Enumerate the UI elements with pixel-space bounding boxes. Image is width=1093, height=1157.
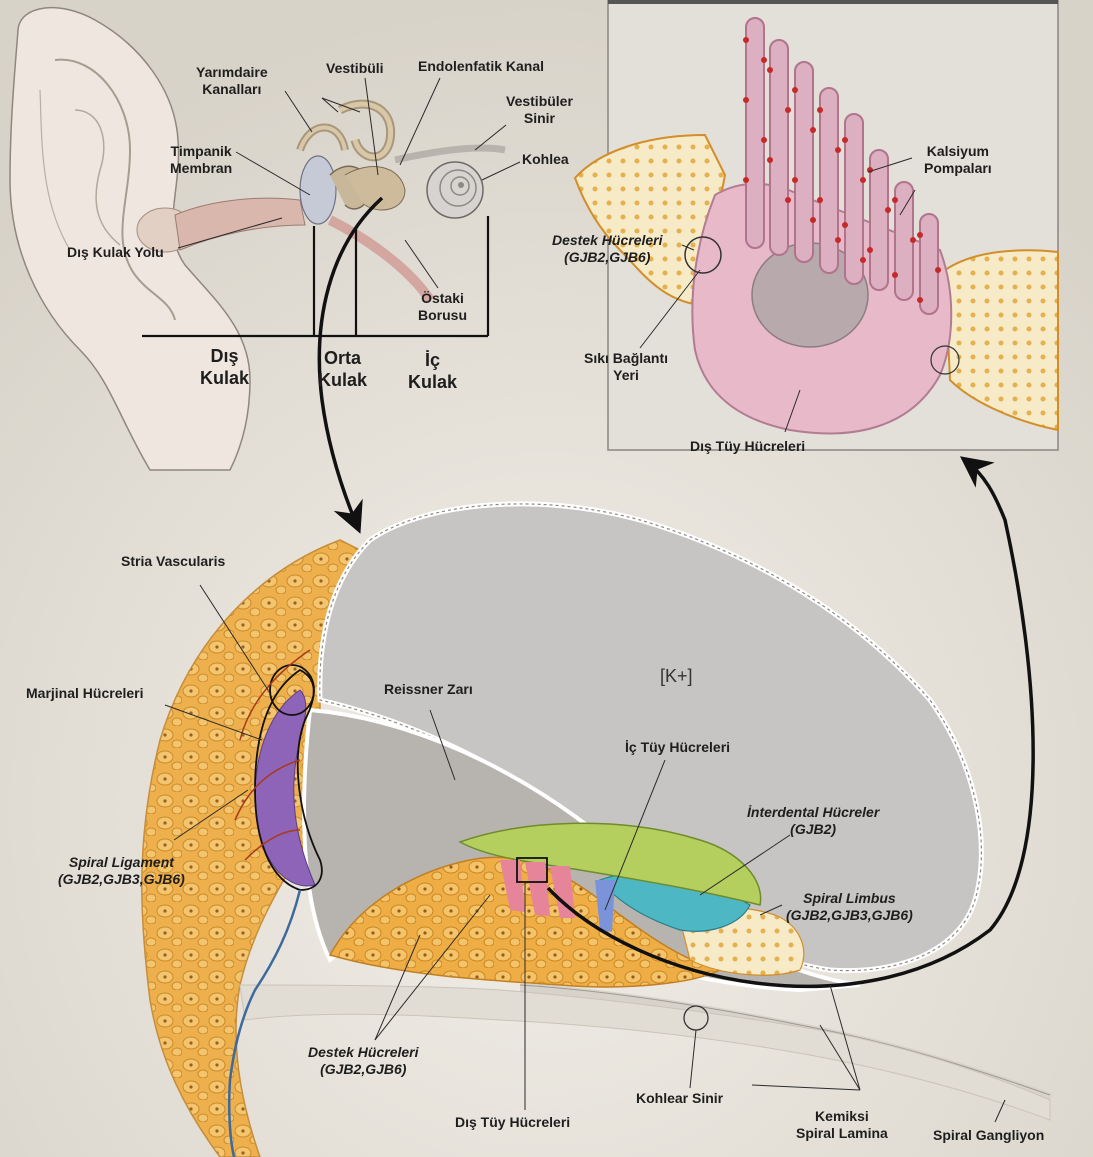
label-interdental: İnterdental Hücreler(GJB2) [747,804,879,838]
label-dis-kulak-yolu: Dış Kulak Yolu [67,244,164,261]
label-ic-tuy: İç Tüy Hücreleri [625,739,730,756]
label-kohlea: Kohlea [522,151,569,168]
label-kohlear-sinir: Kohlear Sinir [636,1090,723,1107]
label-spiral-limbus: Spiral Limbus(GJB2,GJB3,GJB6) [786,890,913,924]
label-reissner: Reissner Zarı [384,681,473,698]
label-endolenfatik: Endolenfatik Kanal [418,58,544,75]
label-dis-tuy-bottom: Dış Tüy Hücreleri [455,1114,570,1131]
label-destek-top: Destek Hücreleri(GJB2,GJB6) [552,232,663,266]
cochlea-shell-icon [427,162,483,218]
label-spiral-gangliyon: Spiral Gangliyon [933,1127,1044,1144]
label-spiral-ligament: Spiral Ligament(GJB2,GJB3,GJB6) [58,854,185,888]
label-k-plus: [K+] [660,666,693,687]
label-destek-bottom: Destek Hücreleri(GJB2,GJB6) [308,1044,419,1078]
label-stria: Stria Vascularis [121,553,225,570]
label-vestibuli: Vestibüli [326,60,384,77]
label-dis-tuy-top: Dış Tüy Hücreleri [690,438,805,455]
label-marjinal: Marjinal Hücreleri [26,685,144,702]
